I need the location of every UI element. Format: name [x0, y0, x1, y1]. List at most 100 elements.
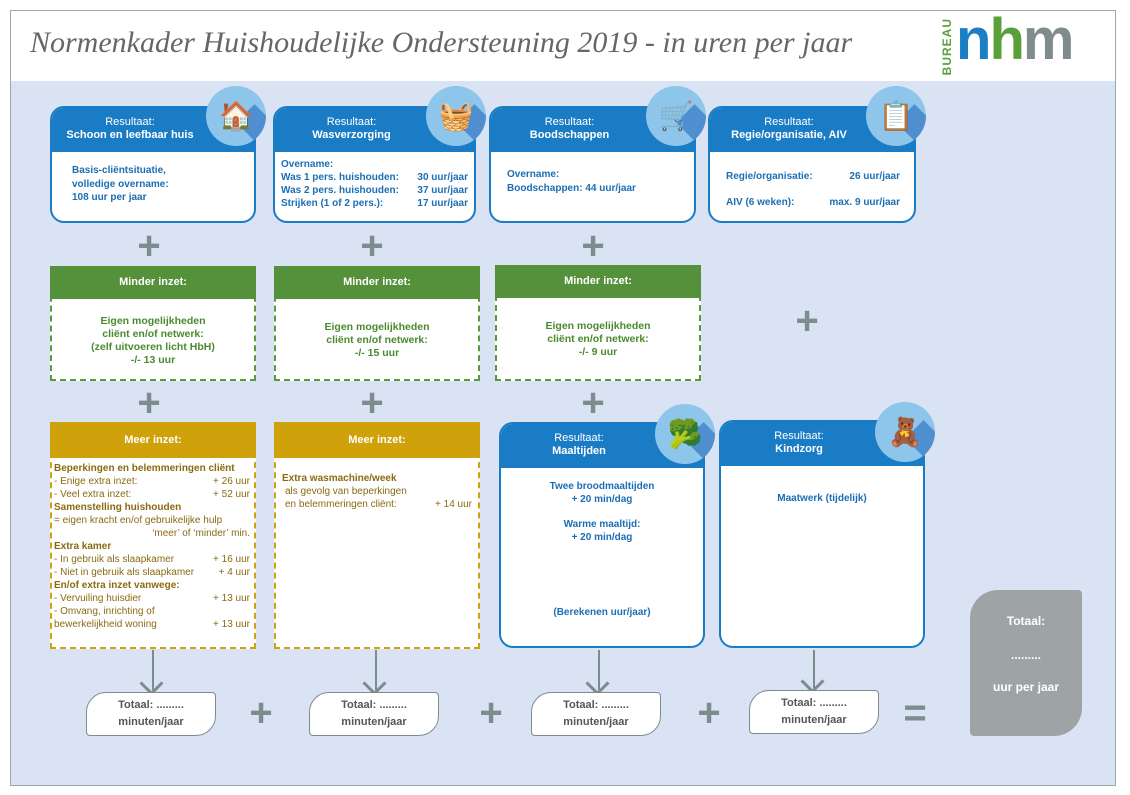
row-value: max. 9 uur/jaar: [829, 197, 900, 208]
arrow-down-icon: [598, 650, 600, 690]
card-text: 108 uur per jaar: [72, 192, 147, 203]
box-text: cliënt en/of netwerk:: [547, 333, 649, 345]
box-text: -/- 9 uur: [578, 346, 618, 358]
plus-sign: +: [137, 224, 161, 268]
card-text: Warme maaltijd:: [563, 519, 641, 530]
list-item: - Veel extra inzet: + 52 uur: [54, 488, 250, 501]
plus-sign: +: [360, 224, 384, 268]
card-label: Resultaat:: [764, 116, 814, 128]
equals-sign: =: [903, 691, 927, 735]
box-text: Eigen mogelijkheden: [324, 321, 430, 333]
box-text: en belemmeringen cliënt:: [285, 499, 397, 510]
card-text: Twee broodmaaltijden: [549, 481, 655, 492]
card-text: + 20 min/dag: [571, 494, 633, 505]
row-label: Was 1 pers. huishouden:: [281, 172, 399, 183]
subtotal-label: Totaal: .........: [781, 697, 847, 709]
item-value: + 4 uur: [218, 567, 250, 578]
list-item: - In gebruik als slaapkamer + 16 uur: [54, 553, 250, 566]
row-value: 37 uur/jaar: [417, 185, 468, 196]
list-heading: Samenstelling huishouden: [54, 502, 182, 513]
card-title: Boodschappen: [529, 129, 610, 141]
plus-sign: +: [479, 691, 503, 735]
grand-total-value: .........: [1010, 648, 1041, 662]
card-label: Resultaat:: [554, 432, 604, 444]
plus-sign: +: [137, 381, 161, 425]
item-value: + 26 uur: [213, 476, 250, 487]
card-heading: Overname:: [507, 169, 560, 180]
list-item: bewerkelijkheid woning + 13 uur: [54, 618, 250, 631]
item-label: - Enige extra inzet:: [54, 476, 138, 487]
card-label: Resultaat:: [326, 116, 377, 128]
shopping-cart-icon: 🛒: [646, 86, 706, 146]
box-heading: Extra wasmachine/week: [282, 473, 397, 484]
card-label: Resultaat:: [105, 116, 155, 128]
grand-total-box[interactable]: Totaal: ......... uur per jaar: [970, 590, 1082, 736]
list-heading: Beperkingen en belemmeringen cliënt: [54, 463, 235, 474]
plus-sign: +: [581, 224, 605, 268]
card-text: Boodschappen: 44 uur/jaar: [507, 182, 636, 194]
arrow-down-icon: [152, 650, 154, 690]
item-label: - In gebruik als slaapkamer: [54, 554, 175, 565]
box-title: Minder inzet:: [495, 265, 701, 298]
item-label: = eigen kracht en/of gebruikelijke hulp: [54, 515, 223, 526]
subtotal-label: Totaal: .........: [118, 699, 184, 711]
subtotal-label: Totaal: .........: [563, 699, 629, 711]
plus-sign: +: [360, 381, 384, 425]
box-title: Minder inzet:: [50, 266, 256, 299]
box-text: -/- 13 uur: [130, 354, 176, 366]
subtotal-box[interactable]: Totaal: ......... minuten/jaar: [749, 690, 879, 734]
item-label: bewerkelijkheid woning: [54, 619, 157, 630]
subtotal-label: Totaal: .........: [341, 699, 407, 711]
row-value: 26 uur/jaar: [849, 171, 900, 182]
header: [11, 11, 1115, 81]
card-title: Schoon en leefbaar huis: [66, 129, 194, 141]
card-title: Regie/organisatie, AIV: [731, 129, 847, 141]
meer-inzet-box: Meer inzet: Extra wasmachine/week als ge…: [274, 422, 480, 649]
subtotal-box[interactable]: Totaal: .........minuten/jaar: [86, 692, 216, 736]
item-value: + 13 uur: [213, 619, 250, 630]
item-value: + 52 uur: [213, 489, 250, 500]
card-text: Maatwerk (tijdelijk): [777, 493, 867, 504]
arrow-down-icon: [813, 650, 815, 688]
card-text: volledige overname:: [72, 178, 169, 190]
planner-icon: 📋: [866, 86, 926, 146]
item-label: - Omvang, inrichting of: [54, 606, 155, 617]
subtotal-unit: minuten/jaar: [341, 716, 407, 728]
list-item: - Enige extra inzet: + 26 uur: [54, 475, 250, 488]
meer-inzet-box: Meer inzet: Beperkingen en belemmeringen…: [50, 422, 256, 649]
row-label: Regie/organisatie:: [726, 171, 813, 182]
subtotal-unit: minuten/jaar: [563, 716, 629, 728]
card-label: Resultaat:: [544, 116, 595, 128]
grand-total-unit: uur per jaar: [992, 680, 1060, 694]
subtotal-box[interactable]: Totaal: ......... minuten/jaar: [309, 692, 439, 736]
list-item: - Omvang, inrichting of: [54, 605, 250, 618]
item-value: + 13 uur: [213, 593, 250, 604]
subtotal-unit: minuten/jaar: [781, 714, 847, 726]
plus-sign: +: [249, 691, 273, 735]
card-text: (Berekenen uur/jaar): [553, 607, 651, 618]
box-title: Meer inzet:: [274, 422, 480, 458]
list-heading: Extra kamer: [54, 541, 112, 552]
card-label: Resultaat:: [774, 430, 824, 442]
item-label: - Vervuiling huisdier: [54, 593, 142, 604]
list-item: ‘meer’ of ‘minder’ min.: [152, 528, 250, 539]
row-value: 17 uur/jaar: [417, 198, 468, 209]
box-text: Eigen mogelijkheden: [545, 320, 651, 332]
plus-sign: +: [697, 691, 721, 735]
box-text: Eigen mogelijkheden: [100, 315, 206, 327]
box-title: Minder inzet:: [274, 266, 480, 299]
item-label: - Veel extra inzet:: [54, 489, 132, 500]
subtotal-box[interactable]: Totaal: ......... minuten/jaar: [531, 692, 661, 736]
row-label: Strijken (1 of 2 pers.):: [281, 198, 384, 209]
clean-house-icon: 🏠: [206, 86, 266, 146]
plus-sign: +: [795, 299, 819, 343]
item-value: + 16 uur: [213, 554, 250, 565]
box-title: Meer inzet:: [50, 422, 256, 458]
box-text: (zelf uitvoeren licht HbH): [91, 341, 215, 353]
list-heading: En/of extra inzet vanwege:: [54, 580, 180, 591]
arrow-down-icon: [375, 650, 377, 690]
washing-machine-icon: 🧺: [426, 86, 486, 146]
card-heading: Overname:: [281, 159, 334, 170]
